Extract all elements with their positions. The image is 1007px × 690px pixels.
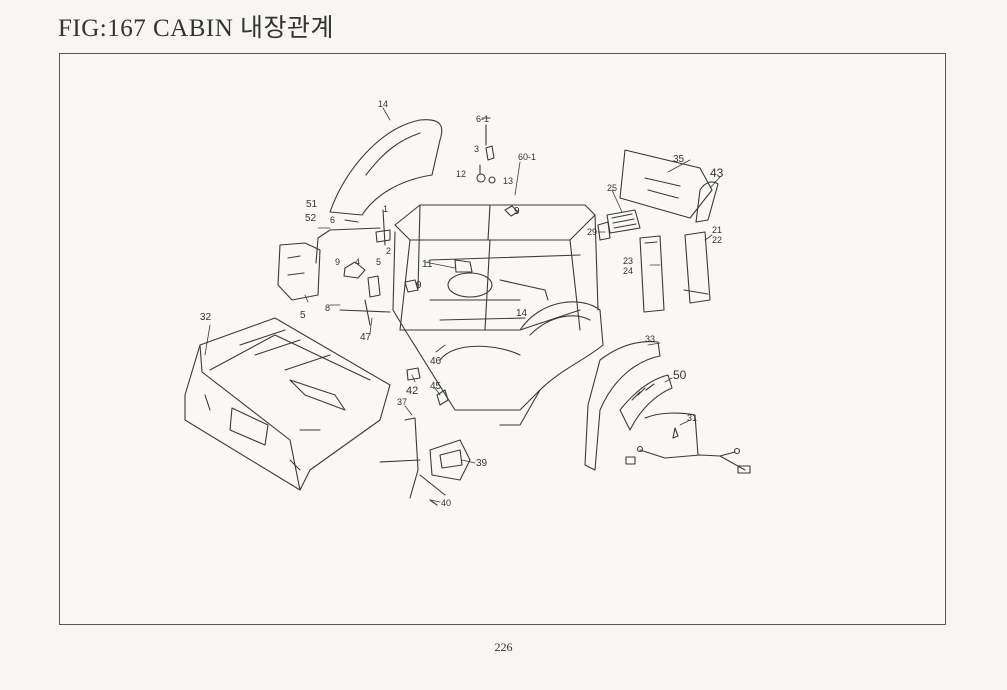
callout-9-roof: 9 — [514, 206, 520, 217]
callout-39: 39 — [476, 458, 488, 469]
small-hardware-left — [339, 209, 419, 326]
callout-32: 32 — [200, 312, 212, 323]
small-parts-42-45 — [406, 367, 449, 406]
top-small-parts — [476, 117, 519, 217]
pillar-trim-23-24 — [639, 235, 665, 313]
callout-14-top: 14 — [378, 99, 388, 109]
callout-5-small: 5 — [376, 257, 381, 267]
diagram-frame — [59, 53, 946, 625]
callout-52: 52 — [305, 213, 317, 224]
callout-37: 37 — [397, 397, 407, 407]
callout-11: 11 — [422, 259, 433, 270]
callout-47: 47 — [360, 332, 372, 343]
windshield-glass-part — [329, 119, 443, 216]
callout-45: 45 — [430, 381, 442, 392]
vent-grille-part — [606, 209, 641, 234]
fender-liner-part — [584, 341, 673, 471]
pillar-trim-21-22 — [683, 231, 711, 304]
callout-21: 21 — [712, 225, 722, 235]
callout-4: 4 — [355, 257, 360, 267]
callout-8: 8 — [325, 303, 330, 313]
callout-46: 46 — [430, 356, 442, 367]
callout-33: 33 — [645, 334, 655, 344]
callout-60-1: 60-1 — [518, 152, 536, 162]
callout-13: 13 — [503, 176, 513, 186]
callout-2: 2 — [386, 246, 391, 256]
callout-9-left: 9 — [335, 257, 340, 267]
callout-42: 42 — [406, 385, 418, 397]
callout-12: 12 — [456, 169, 466, 179]
leader-lines — [204, 107, 721, 503]
cabin-frame-part — [392, 204, 604, 426]
callout-24: 24 — [623, 266, 633, 276]
callout-50: 50 — [673, 368, 687, 382]
mirror-assembly-part — [277, 219, 381, 301]
callout-5: 5 — [300, 310, 306, 321]
headliner-panel-part — [619, 149, 713, 219]
callout-6-1: 6-1 — [476, 114, 489, 124]
page-number: 226 — [494, 640, 513, 654]
callout-25: 25 — [607, 183, 617, 193]
callout-35: 35 — [673, 154, 685, 165]
small-bracket-29 — [597, 221, 611, 241]
callout-14-cabin: 14 — [516, 308, 528, 319]
floor-panel-part — [184, 317, 391, 491]
wiring-harness-part — [625, 412, 751, 474]
callout-3: 3 — [474, 144, 479, 154]
callout-23: 23 — [623, 256, 633, 266]
callout-22: 22 — [712, 235, 722, 245]
callout-1: 1 — [383, 204, 388, 214]
figure-title: FIG:167 CABIN 내장관계 — [58, 15, 335, 42]
callout-43: 43 — [710, 166, 724, 180]
callout-9-center: 9 — [416, 280, 422, 291]
callout-31: 31 — [687, 413, 697, 423]
callout-6: 6 — [330, 215, 335, 225]
lower-mount-parts — [379, 417, 471, 506]
corner-trim-part — [695, 181, 719, 223]
callout-40: 40 — [441, 498, 451, 508]
callout-51: 51 — [306, 199, 318, 210]
callout-29: 29 — [587, 227, 597, 237]
